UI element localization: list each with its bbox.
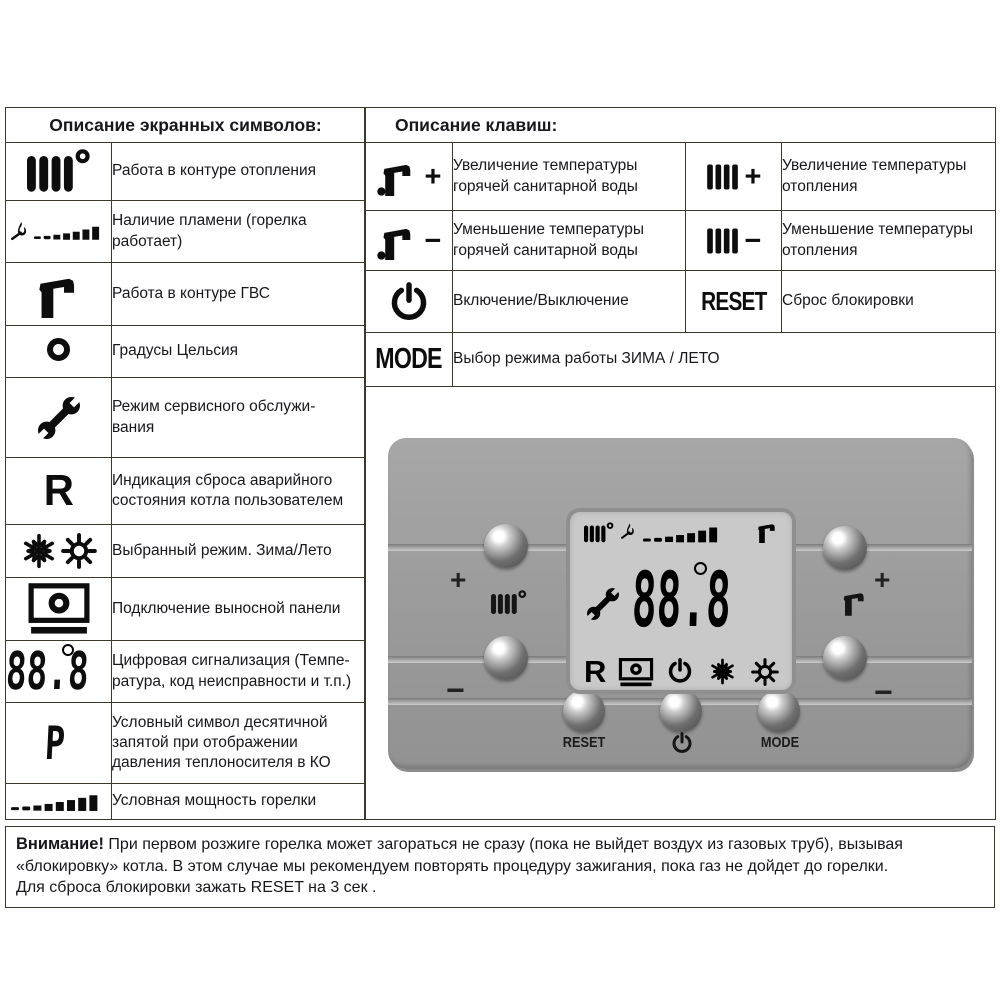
heating-down-button — [484, 636, 528, 680]
degree-mark — [62, 643, 74, 656]
symbol-label: Условный символ десятичной запятой при о… — [110, 702, 367, 784]
screen-symbols-table: Описание экранных символов: Работа в кон… — [4, 107, 367, 820]
lcd-degree-mark — [694, 562, 707, 575]
symbol-label: Подключение выносной панели — [110, 577, 367, 641]
heating-minus-sign: − — [446, 672, 465, 708]
mode-key-text: MODE — [364, 332, 453, 387]
dhw-tap-icon — [5, 262, 112, 326]
key-label: Включение/Выключение — [452, 270, 686, 333]
key-label: Уменьшение температуры отопления — [780, 210, 997, 271]
degree-ring-icon — [5, 325, 112, 378]
lcd-display: 88.8 R — [566, 508, 796, 694]
symbol-label: Индикация сброса аварийного состояния ко… — [110, 457, 367, 525]
symbol-row: Режим сервисного обслужи- вания — [5, 377, 367, 458]
symbol-label: Выбранный режим. Зима/Лето — [110, 524, 367, 578]
symbol-row: P Условный символ десятичной запятой при… — [5, 702, 367, 784]
lcd-service-wrench-icon — [581, 582, 625, 631]
heating-radiator-plus-icon: + — [685, 142, 782, 211]
heating-up-button — [484, 524, 528, 568]
lcd-radiator-degree-icon — [584, 522, 614, 549]
lcd-power-icon — [667, 658, 693, 689]
key-label: Увеличение температуры горячей санитарно… — [452, 142, 686, 211]
decimal-point-symbol: P — [5, 702, 112, 784]
key-label: Выбор режима работы ЗИМА / ЛЕТО — [451, 332, 997, 387]
lcd-flame-icon — [621, 520, 638, 549]
symbol-row: R Индикация сброса аварийного состояния … — [5, 457, 367, 525]
lcd-power-bars-icon — [643, 524, 725, 548]
remote-panel-icon — [5, 577, 112, 641]
symbol-row: Наличие пламени (горелка работает) — [5, 200, 367, 263]
symbol-label: Цифровая сигнализация (Темпе- ратура, ко… — [110, 640, 367, 703]
dhw-down-button — [823, 636, 867, 680]
heating-radiator-minus-icon: − — [685, 210, 782, 271]
symbol-row: Градусы Цельсия — [5, 325, 367, 378]
winter-snowflake-and-summer-sun-icon — [5, 524, 112, 578]
symbol-row: 88.8 Цифровая сигнализация (Темпе- ратур… — [5, 640, 367, 703]
symbol-label: Условная мощность горелки — [110, 783, 367, 820]
lcd-reset-indicator-r: R — [584, 654, 607, 689]
symbol-label: Режим сервисного обслужи- вания — [110, 377, 367, 458]
key-label: Увеличение температуры отопления — [780, 142, 997, 211]
symbol-row: Работа в контуре ГВС — [5, 262, 367, 326]
boiler-control-panel: + − + − RESET MODE — [388, 438, 972, 769]
reset-indication-r: R — [5, 457, 112, 525]
symbol-label: Наличие пламени (горелка работает) — [110, 200, 367, 263]
symbol-label: Работа в контуре ГВС — [110, 262, 367, 326]
reset-key-text: RESET — [685, 270, 782, 333]
flame-with-power-bars-icon — [5, 200, 112, 263]
dhw-tap-minus-icon: − — [364, 210, 453, 271]
symbol-label: Градусы Цельсия — [110, 325, 367, 378]
power-button — [660, 690, 702, 732]
screen-symbols-title: Описание экранных символов: — [4, 107, 367, 143]
symbol-row: Работа в контуре отопления — [5, 142, 367, 201]
service-wrench-icon — [5, 377, 112, 458]
warning-text: Внимание! При первом розжиге горелка мож… — [16, 835, 903, 897]
lcd-remote-panel-icon — [618, 658, 654, 692]
dhw-up-button — [823, 526, 867, 570]
key-row: MODE Выбор режима работы ЗИМА / ЛЕТО — [364, 332, 997, 387]
warning-box: Внимание! При первом розжиге горелка мож… — [5, 826, 995, 909]
digital-display-icon: 88.8 — [5, 640, 112, 703]
key-row: + Увеличение температуры горячей санитар… — [364, 142, 997, 211]
symbol-row: Выбранный режим. Зима/Лето — [5, 524, 367, 578]
lcd-dhw-tap-icon — [755, 520, 780, 548]
symbol-row: Условная мощность горелки — [5, 783, 367, 820]
warning-title: Внимание! — [16, 835, 104, 853]
radiator-degree-icon — [5, 142, 112, 201]
reset-button-label: RESET — [562, 734, 606, 751]
keys-title: Описание клавиш: — [363, 107, 997, 143]
burner-power-bars-icon — [5, 783, 112, 820]
key-label: Уменьшение температуры горячей санитарно… — [452, 210, 686, 271]
dhw-tap-plus-icon: + — [364, 142, 453, 211]
mode-button-label: MODE — [760, 734, 800, 751]
heating-plus-sign: + — [450, 564, 467, 595]
mode-button — [758, 690, 800, 732]
symbol-row: Подключение выносной панели — [5, 577, 367, 641]
key-row: Включение/Выключение RESET Сброс блокиро… — [364, 270, 997, 333]
key-label: Сброс блокировки — [780, 270, 997, 333]
dhw-tap-icon — [840, 588, 870, 621]
dhw-plus-sign: + — [874, 564, 891, 595]
symbol-label: Работа в контуре отопления — [110, 142, 367, 201]
key-row: − Уменьшение температуры горячей санитар… — [364, 210, 997, 271]
power-icon — [364, 270, 453, 333]
reset-button — [563, 690, 605, 732]
dhw-minus-sign: − — [874, 674, 893, 710]
power-button-icon — [671, 732, 693, 759]
lcd-summer-sun-icon — [751, 658, 779, 691]
heating-radiator-degree-icon — [491, 590, 527, 621]
lcd-winter-snowflake-icon — [709, 658, 736, 690]
lcd-temperature-display: 88.8 — [630, 555, 733, 644]
